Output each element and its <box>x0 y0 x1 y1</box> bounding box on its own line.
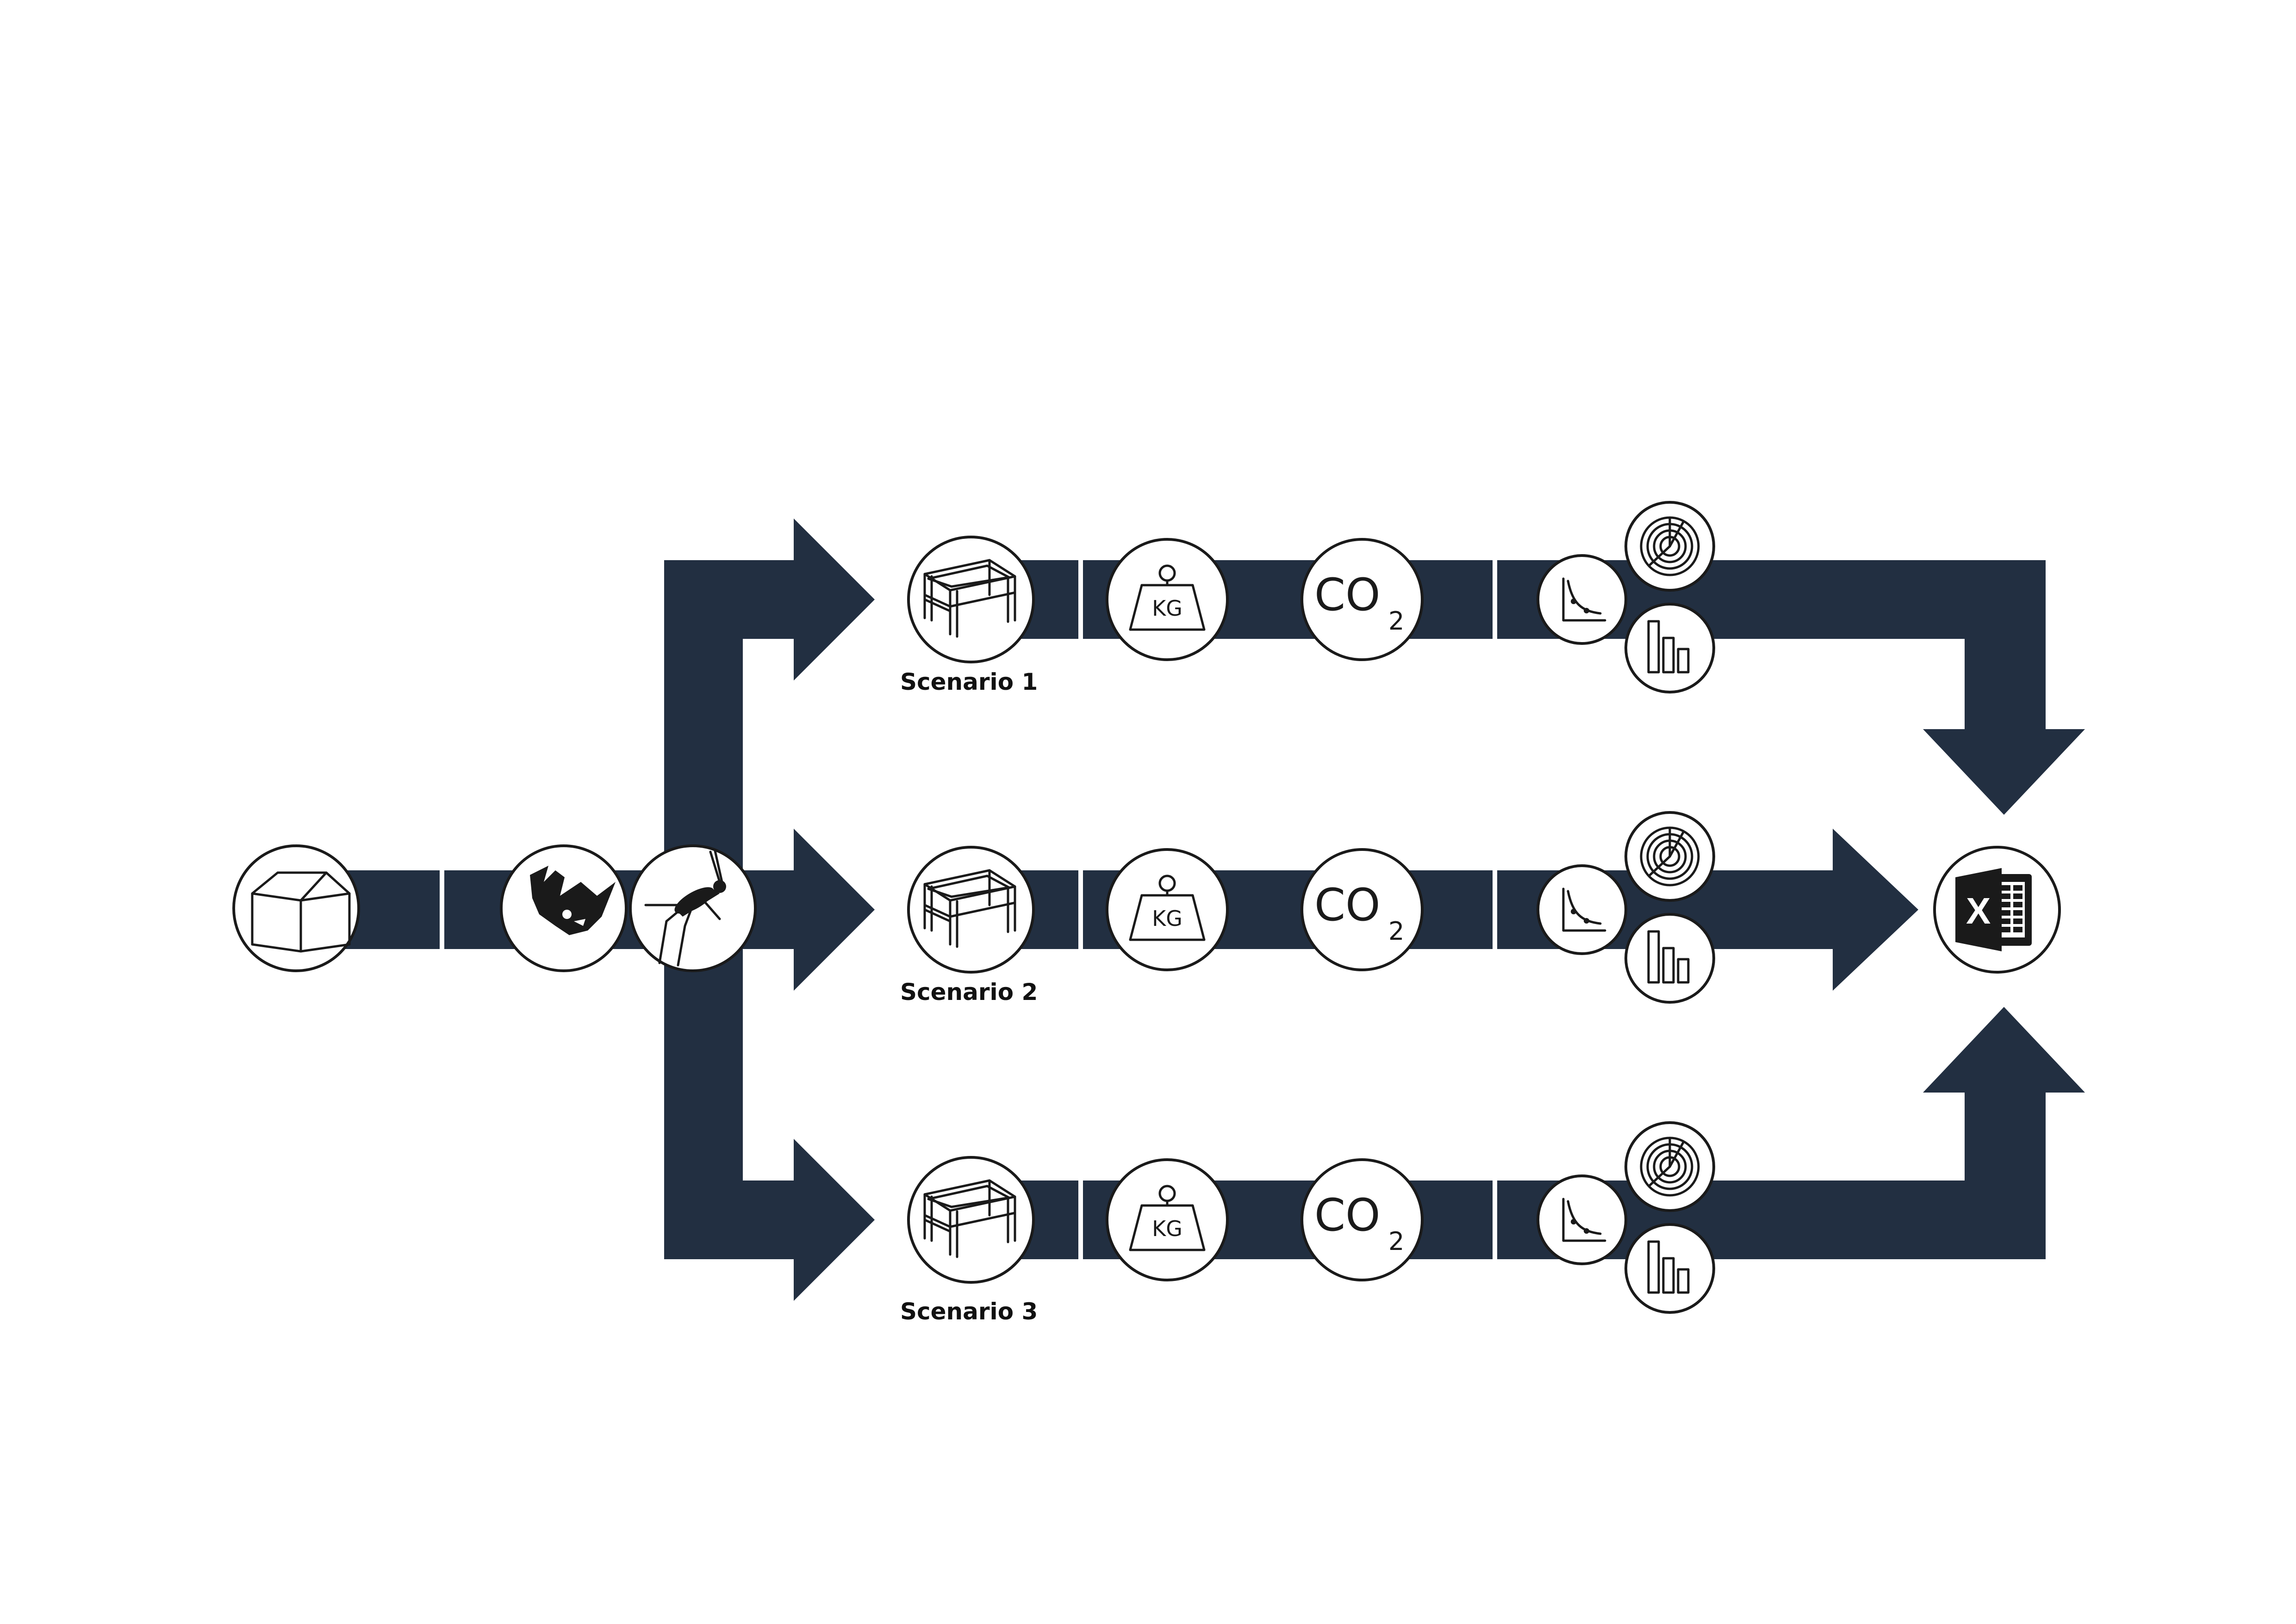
divider <box>1078 868 1083 951</box>
node-excel: X <box>1933 846 2061 974</box>
co2-icon: CO 2 <box>1314 1189 1404 1256</box>
co2-node <box>1300 538 1424 661</box>
grasshopper-icon <box>644 849 726 967</box>
svg-text:2: 2 <box>1388 1227 1404 1256</box>
svg-text:KG: KG <box>1152 1216 1182 1241</box>
scenario-row-2: Scenario 2 KG CO 2 <box>900 811 1715 1006</box>
rhino-icon <box>530 866 616 935</box>
row-1-down <box>1965 560 2046 736</box>
arrow-scenario-3 <box>794 1139 875 1301</box>
scenario-label: Scenario 3 <box>900 1298 1038 1325</box>
house-outline-icon <box>251 871 351 953</box>
node-house <box>232 844 360 972</box>
svg-text:KG: KG <box>1152 906 1182 931</box>
branch-top <box>664 560 812 639</box>
divider <box>1078 558 1083 641</box>
co2-node <box>1300 1158 1424 1281</box>
arrow-row-3-up <box>1923 1007 2085 1093</box>
divider <box>1493 1178 1497 1262</box>
row-3-up <box>1965 1083 2046 1259</box>
svg-text:CO: CO <box>1314 879 1381 931</box>
divider <box>1493 558 1497 641</box>
svg-text:CO: CO <box>1314 569 1381 621</box>
co2-icon: CO 2 <box>1314 879 1404 946</box>
svg-text:KG: KG <box>1152 596 1182 621</box>
scenario-label: Scenario 2 <box>900 979 1038 1006</box>
weight-kg-icon: KG <box>1130 566 1204 630</box>
arrow-scenario-1 <box>794 518 875 681</box>
bars-node <box>1624 603 1715 693</box>
co2-icon: CO 2 <box>1314 569 1404 636</box>
curve-node <box>1537 554 1627 645</box>
node-rhino <box>500 844 628 972</box>
svg-text:CO: CO <box>1314 1189 1381 1241</box>
scenario-row-3: Scenario 3 KG CO 2 <box>900 1121 1715 1325</box>
bars-node <box>1624 1223 1715 1314</box>
excel-icon: X <box>1955 868 2032 951</box>
svg-text:2: 2 <box>1388 606 1404 636</box>
bars-node <box>1624 913 1715 1004</box>
weight-kg-icon: KG <box>1130 1186 1204 1250</box>
scenario-row-1: Scenario 1 KG CO 2 <box>900 501 1715 695</box>
co2-node <box>1300 848 1424 971</box>
divider <box>1493 868 1497 951</box>
arrow-scenario-2 <box>794 829 875 991</box>
arrow-row-2-right <box>1833 829 1918 991</box>
weight-kg-icon: KG <box>1130 876 1204 940</box>
curve-node <box>1537 864 1627 955</box>
svg-text:X: X <box>1966 890 1991 931</box>
svg-text:2: 2 <box>1388 917 1404 946</box>
divider <box>440 868 444 951</box>
node-grasshopper <box>629 844 757 972</box>
scenario-label: Scenario 1 <box>900 668 1038 695</box>
divider <box>1078 1178 1083 1262</box>
branch-bottom <box>664 1181 812 1259</box>
curve-node <box>1537 1174 1627 1265</box>
arrow-row-1-down <box>1923 729 2085 815</box>
